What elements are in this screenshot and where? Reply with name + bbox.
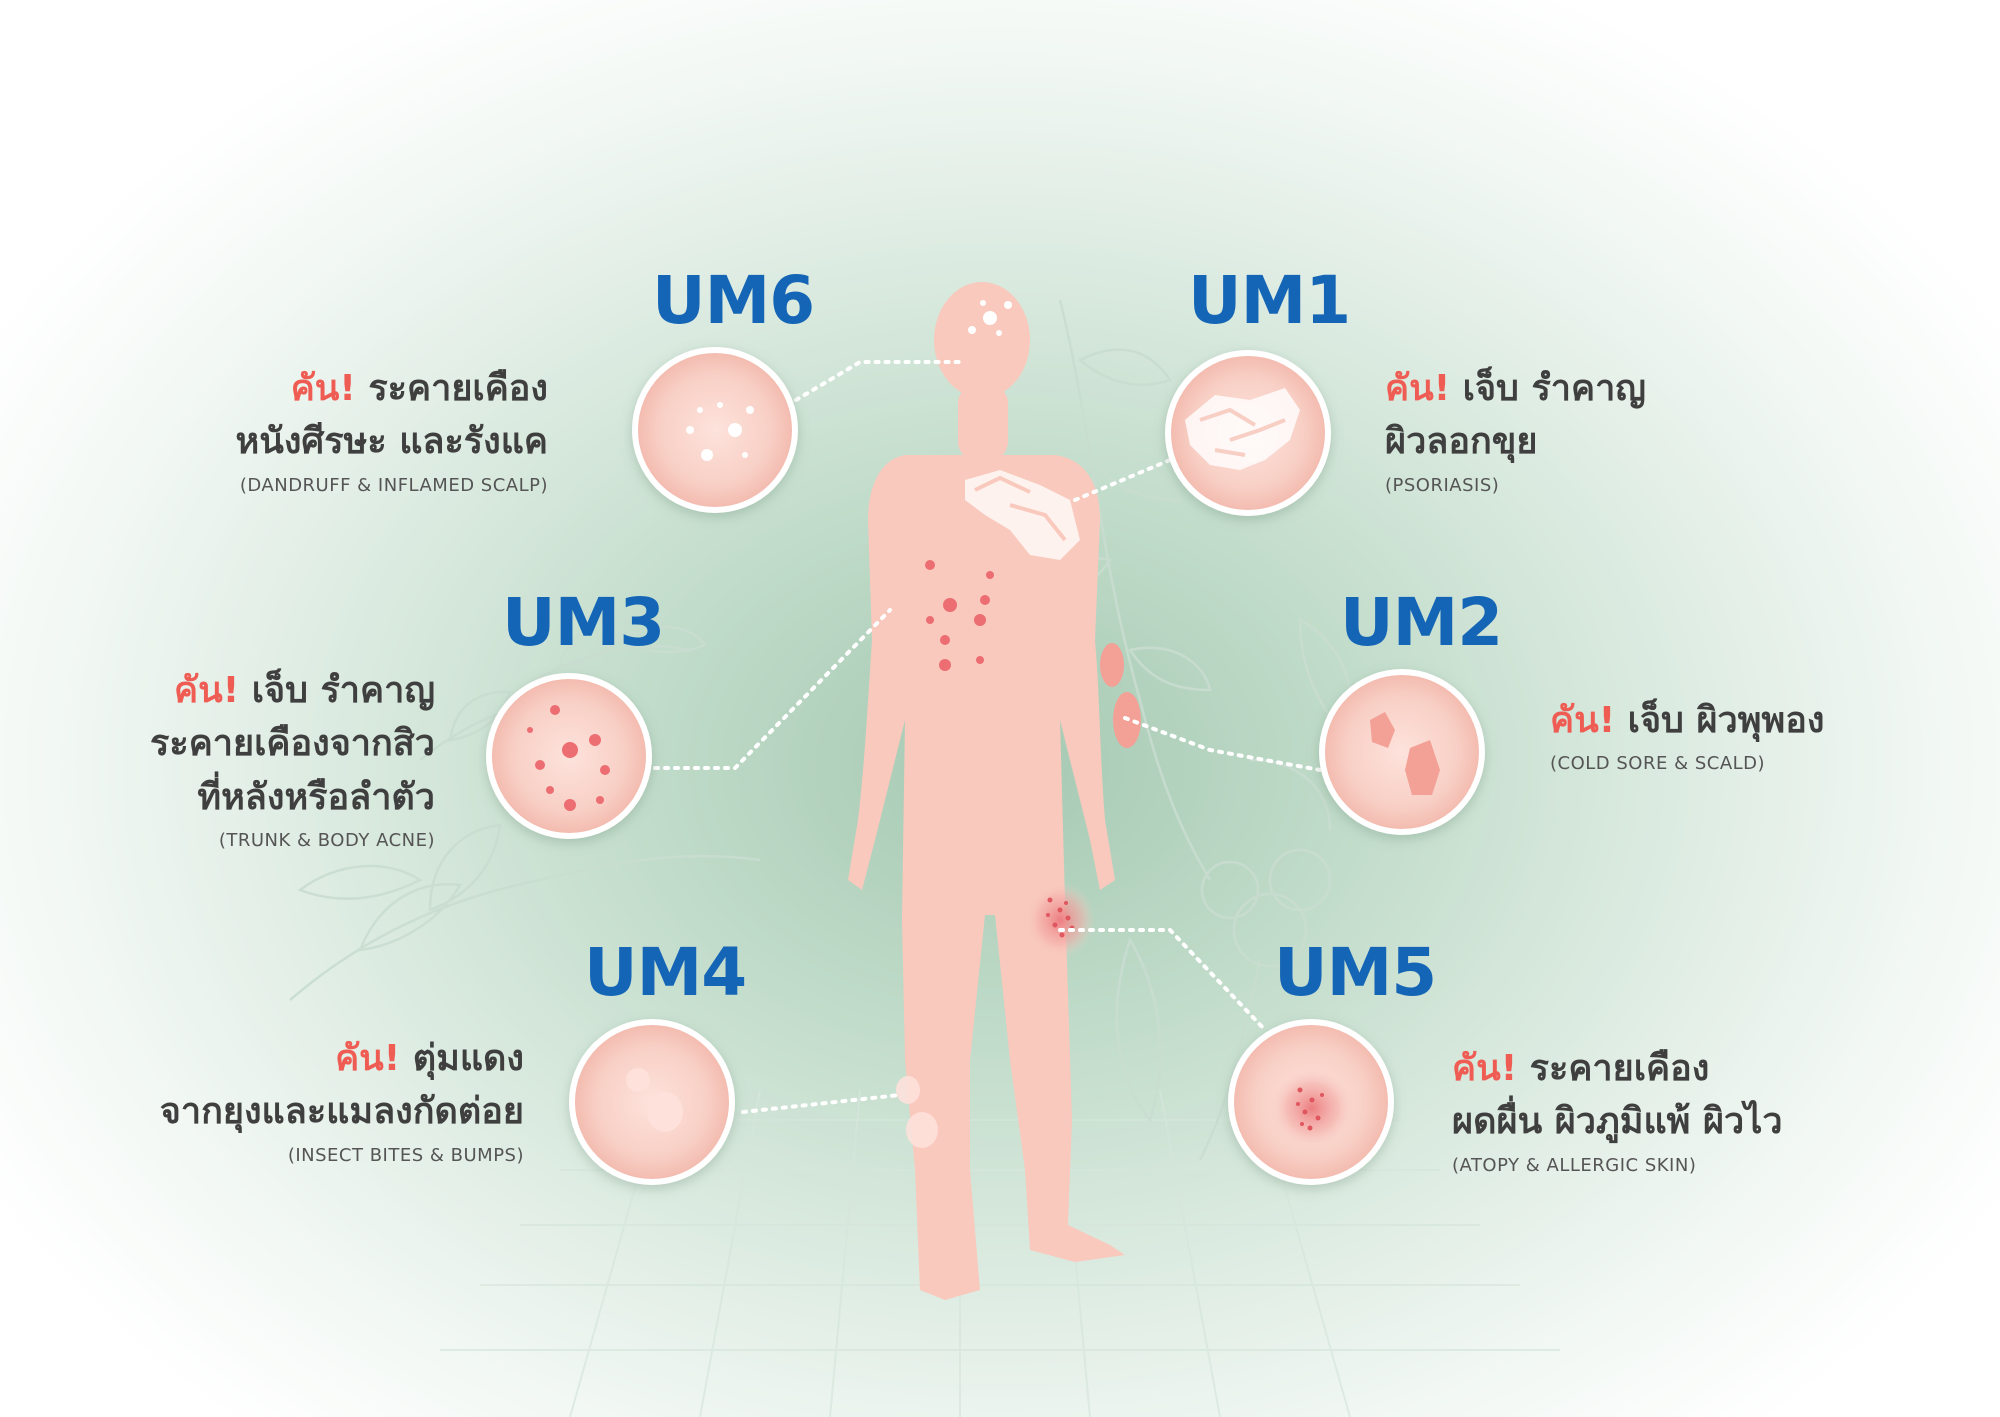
connector-um6 bbox=[794, 360, 962, 402]
code-um2: UM2 bbox=[1340, 584, 1503, 661]
magnifier-um1 bbox=[1165, 350, 1331, 516]
itch-word: คัน! bbox=[1550, 700, 1616, 741]
label-um2: คัน! เจ็บ ผิวพุพอง (COLD SORE & SCALD) bbox=[1550, 694, 1824, 774]
itch-word: คัน! bbox=[1452, 1048, 1518, 1089]
label-um5-english: (ATOPY & ALLERGIC SKIN) bbox=[1452, 1154, 1697, 1176]
label-um6-line1: คัน! ระคายเคือง bbox=[290, 368, 548, 409]
magnifier-um3 bbox=[486, 673, 652, 839]
label-um1-line2: ผิวลอกขุย bbox=[1385, 421, 1538, 463]
label-um3-line2: ระคายเคืองจากสิว bbox=[150, 723, 435, 765]
code-um6: UM6 bbox=[652, 262, 815, 339]
connector-lines bbox=[653, 360, 1322, 1114]
label-um4: คัน! ตุ่มแดง จากยุงและแมลงกัดต่อย (INSEC… bbox=[160, 1032, 524, 1166]
code-um3: UM3 bbox=[502, 584, 665, 661]
code-um5: UM5 bbox=[1274, 934, 1437, 1011]
label-um3: คัน! เจ็บ รำคาญ ระคายเคืองจากสิว ที่หลัง… bbox=[150, 664, 435, 851]
body-marks bbox=[896, 300, 1141, 1148]
label-um6: คัน! ระคายเคือง หนังศีรษะ และรังแค (DAND… bbox=[235, 362, 548, 496]
connector-um4 bbox=[741, 1093, 902, 1114]
magnifier-um6 bbox=[632, 347, 798, 513]
label-um2-english: (COLD SORE & SCALD) bbox=[1550, 753, 1766, 775]
label-um5: คัน! ระคายเคือง ผดผื่น ผิวภูมิแพ้ ผิวไว … bbox=[1452, 1042, 1783, 1176]
magnifier-um4 bbox=[569, 1019, 735, 1185]
label-um3-line3: ที่หลังหรือลำตัว bbox=[197, 776, 435, 818]
connector-um5 bbox=[1058, 928, 1267, 1032]
botanical-illustration bbox=[289, 299, 1354, 1161]
label-um4-line2: จากยุงและแมลงกัดต่อย bbox=[159, 1091, 524, 1133]
label-um6-english: (DANDRUFF & INFLAMED SCALP) bbox=[239, 474, 548, 496]
label-um1-line1: คัน! เจ็บ รำคาญ bbox=[1385, 368, 1646, 409]
itch-word: คัน! bbox=[1385, 368, 1451, 409]
label-um5-line1: คัน! ระคายเคือง bbox=[1452, 1048, 1710, 1089]
label-um2-line1: คัน! เจ็บ ผิวพุพอง bbox=[1550, 700, 1825, 741]
label-um3-english: (TRUNK & BODY ACNE) bbox=[218, 829, 435, 851]
label-um1: คัน! เจ็บ รำคาญ ผิวลอกขุย (PSORIASIS) bbox=[1385, 362, 1646, 496]
connector-um2 bbox=[1123, 716, 1322, 772]
label-um3-line1: คัน! เจ็บ รำคาญ bbox=[174, 670, 435, 711]
itch-word: คัน! bbox=[335, 1038, 401, 1079]
magnifier-um5 bbox=[1228, 1019, 1394, 1185]
label-um6-line2: หนังศีรษะ และรังแค bbox=[235, 421, 548, 463]
code-um1: UM1 bbox=[1188, 262, 1351, 339]
itch-word: คัน! bbox=[290, 368, 356, 409]
label-um4-line1: คัน! ตุ่มแดง bbox=[335, 1038, 524, 1079]
human-figure bbox=[848, 282, 1125, 1300]
label-um4-english: (INSECT BITES & BUMPS) bbox=[287, 1144, 524, 1166]
connector-um1 bbox=[1073, 458, 1172, 502]
label-um5-line2: ผดผื่น ผิวภูมิแพ้ ผิวไว bbox=[1452, 1101, 1783, 1143]
code-um4: UM4 bbox=[584, 934, 747, 1011]
magnifier-um2 bbox=[1319, 669, 1485, 835]
itch-word: คัน! bbox=[174, 670, 240, 711]
label-um1-english: (PSORIASIS) bbox=[1385, 474, 1500, 496]
connector-um3 bbox=[653, 608, 892, 770]
